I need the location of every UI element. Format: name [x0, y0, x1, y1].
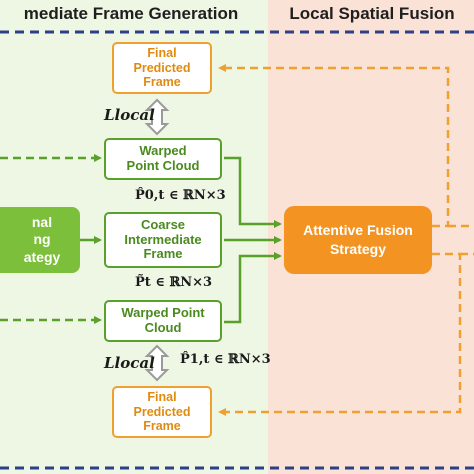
header-local-spatial-fusion: Local Spatial Fusion	[289, 4, 455, 23]
warped-bottom-line-2: Cloud	[144, 320, 182, 335]
final-predicted-frame-bottom: Final Predicted Frame	[112, 386, 212, 438]
pt-label: P̃t ∈ ℝN×3	[135, 275, 213, 290]
coarse-line-2: Intermediate	[124, 231, 202, 247]
warped-top-line-2: Point Cloud	[126, 158, 200, 173]
warped-top-to-fusion-arrow	[224, 156, 282, 228]
final-top-line-1: Final	[147, 46, 177, 61]
fusion-to-final-top-path	[218, 64, 450, 228]
fusion-to-final-bottom-path	[218, 252, 462, 416]
sampling-strategy-box: nal ng ategy	[0, 207, 80, 273]
final-bottom-line-1: Final	[147, 390, 177, 405]
warped-top-line-1: Warped	[139, 143, 187, 159]
p1t-label: P̂1,t ∈ ℝN×3	[180, 352, 271, 367]
coarse-line-3: Frame	[143, 246, 183, 262]
double-arrow-top	[144, 98, 170, 136]
final-top-line-3: Frame	[143, 75, 181, 90]
final-bottom-line-2: Predicted	[133, 404, 191, 419]
final-predicted-frame-top: Final Predicted Frame	[112, 42, 212, 94]
coarse-intermediate-frame: Coarse Intermediate Frame	[104, 212, 222, 268]
sampling-line-3: ategy	[23, 248, 61, 265]
warped-bottom-line-1: Warped Point	[121, 305, 205, 321]
warped-point-cloud-top: Warped Point Cloud	[104, 138, 222, 180]
sampling-line-1: nal	[31, 213, 53, 230]
final-bottom-line-3: Frame	[143, 419, 181, 434]
loss-local-bottom: Llocal	[104, 354, 155, 372]
attentive-fusion-strategy-box: Attentive Fusion Strategy	[284, 206, 432, 274]
warped-bottom-to-fusion-arrow	[224, 252, 282, 324]
warped-point-cloud-bottom: Warped Point Cloud	[104, 300, 222, 342]
coarse-line-1: Coarse	[140, 216, 186, 232]
final-top-line-2: Predicted	[133, 60, 191, 75]
fusion-line-2: Strategy	[329, 241, 386, 257]
header-intermediate-frame-generation: mediate Frame Generation	[23, 4, 239, 23]
fusion-line-1: Attentive Fusion	[303, 222, 413, 239]
sampling-line-2: ng	[33, 231, 51, 248]
loss-local-top: Llocal	[104, 106, 155, 124]
double-arrow-bottom	[144, 344, 170, 382]
p0t-label: P̂0,t ∈ ℝN×3	[135, 188, 226, 203]
